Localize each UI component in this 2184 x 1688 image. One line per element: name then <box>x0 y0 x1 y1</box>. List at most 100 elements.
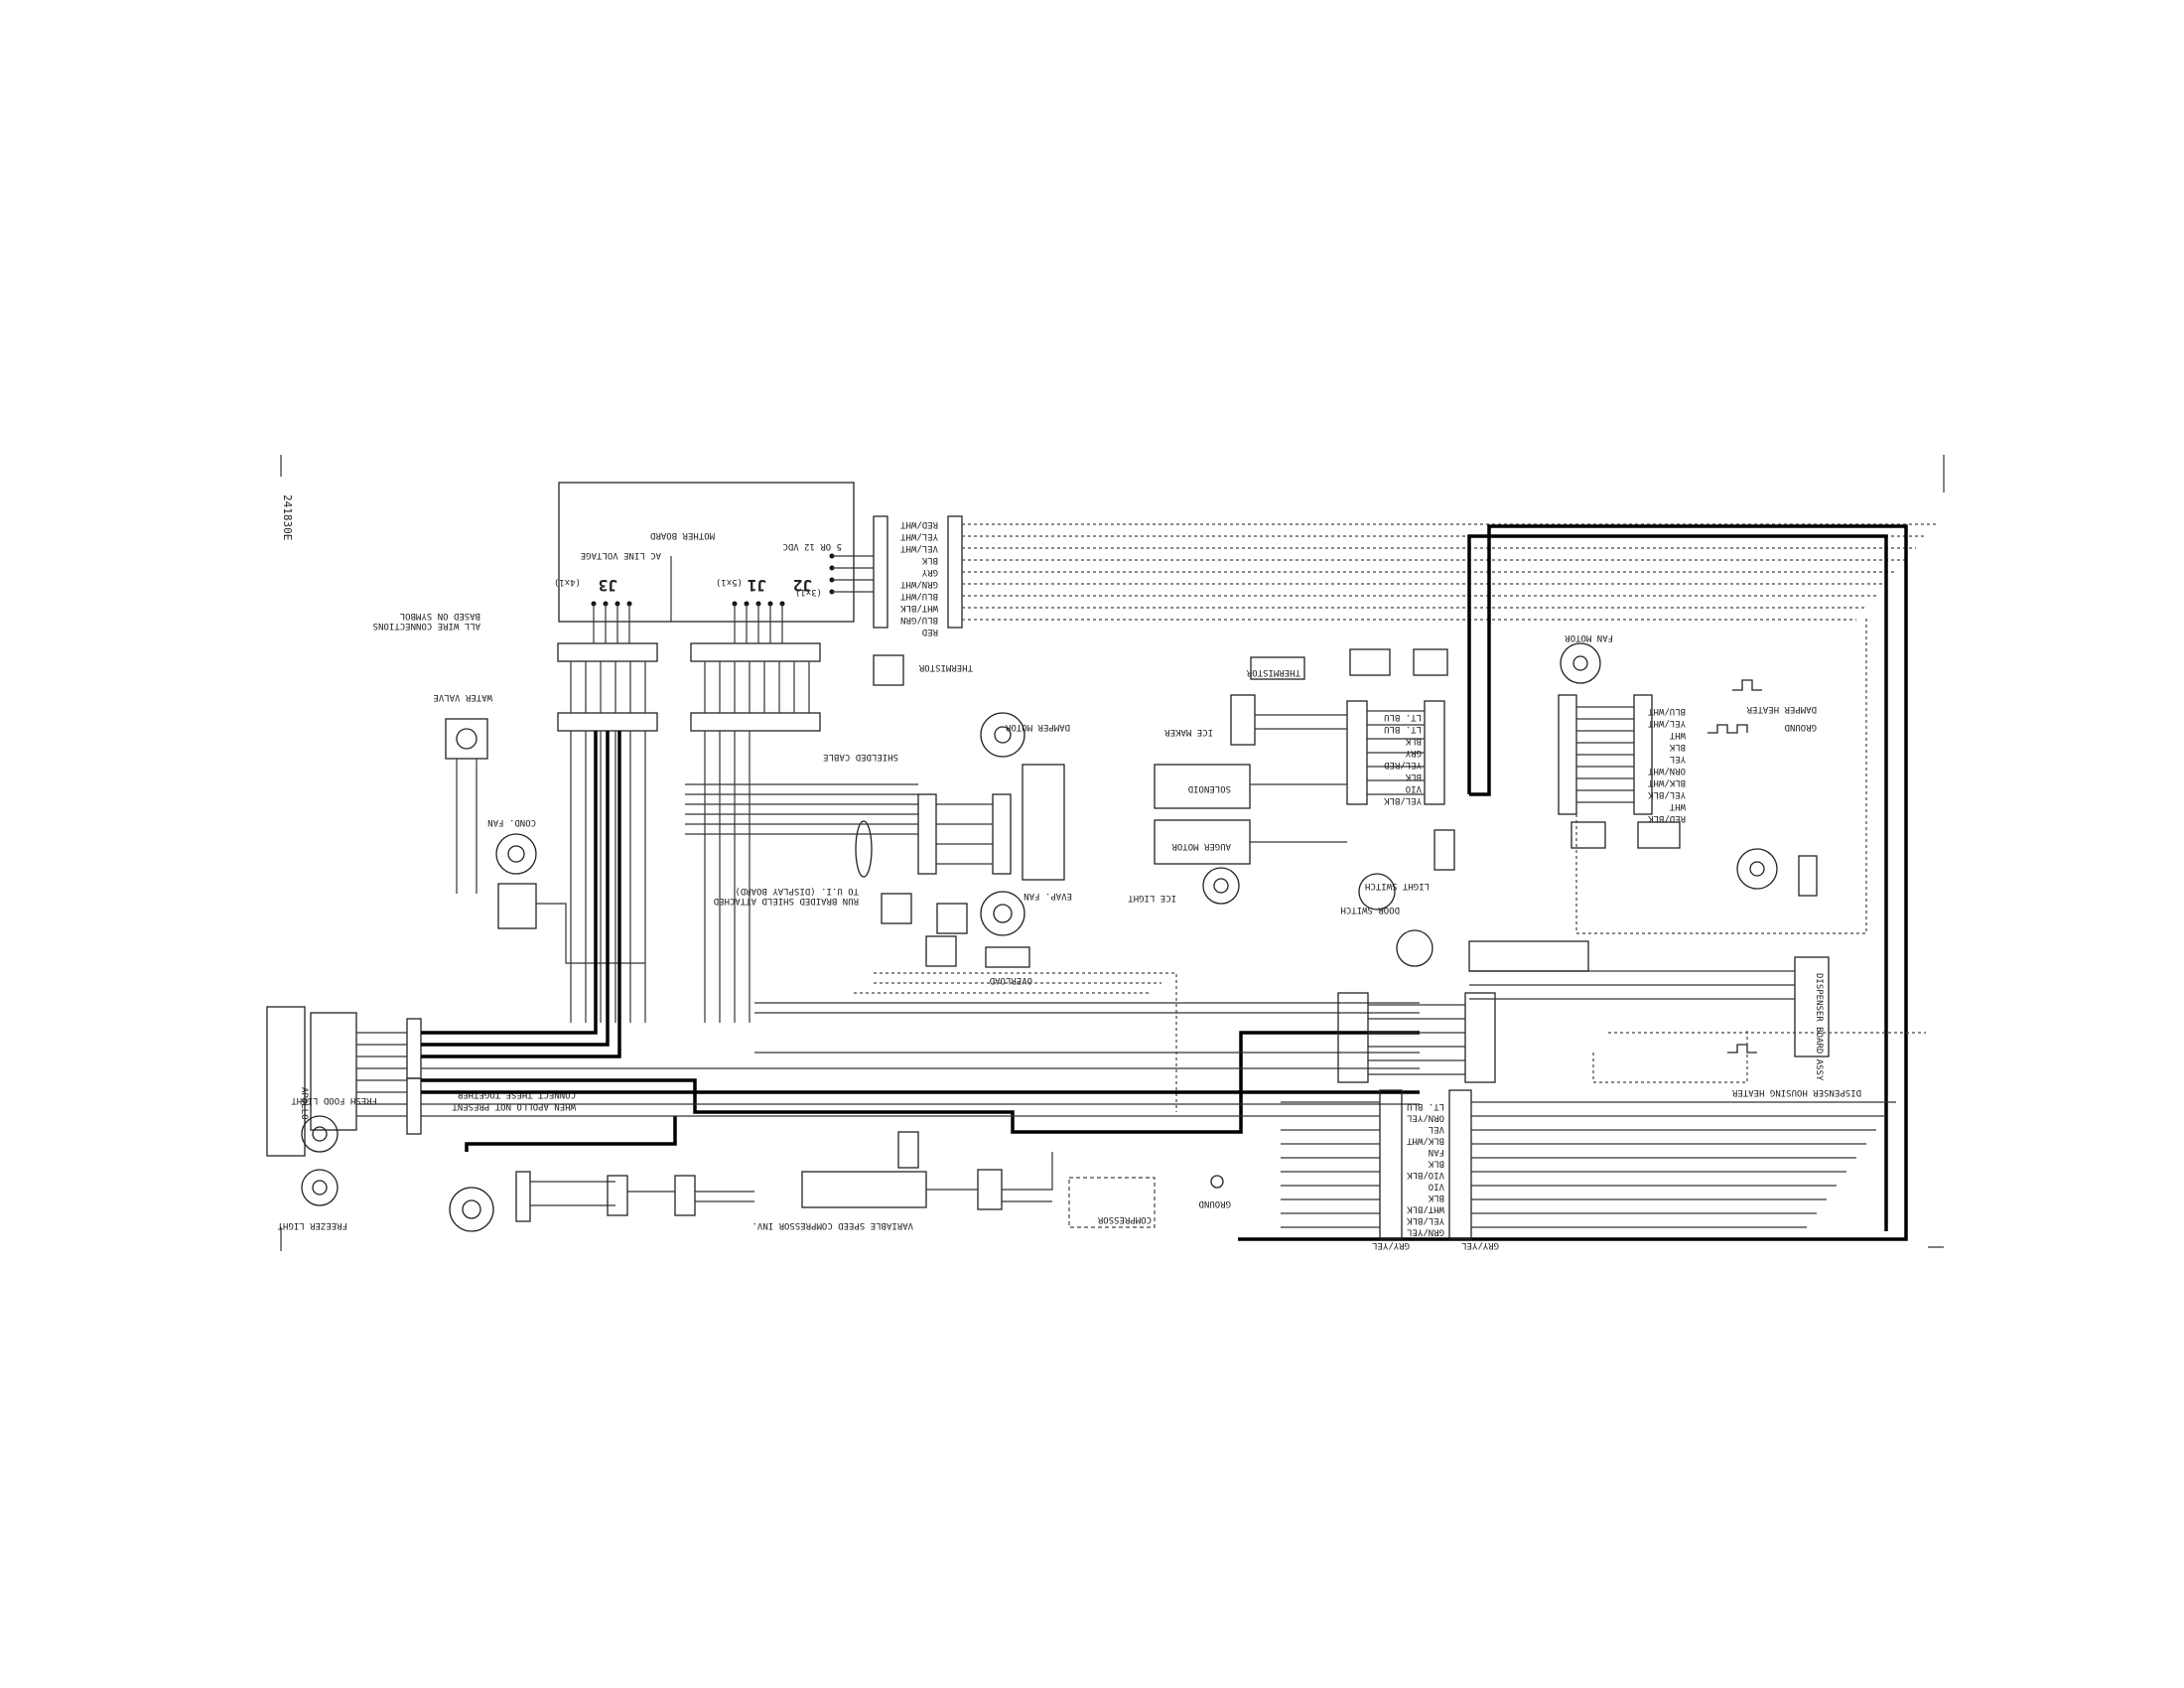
cond-fan: COND. FAN <box>487 817 645 964</box>
right-wire-label-0: BLU/WHT <box>1647 706 1686 716</box>
ice-maker-thermostat: THERMISTOR <box>1246 667 1300 677</box>
left-terminal-stack: APOLLO WHEN APOLLO NOT PRESENT CONNECT T… <box>266 1006 576 1157</box>
vdc-note: 5 OR 12 VDC <box>782 541 842 551</box>
top-harness-wire-label-5: GRN/WHT <box>899 579 938 589</box>
right-wire-label-2: WHT <box>1669 730 1686 740</box>
top-harness-wire-label-6: BLU/WHT <box>899 591 938 601</box>
thermistor-label: THERMISTOR <box>918 662 973 672</box>
ice-maker-connector <box>1250 700 1445 843</box>
fresh-food-light-label: FRESH FOOD LIGHT <box>291 1095 377 1105</box>
evap-fan-bottom <box>449 1171 754 1232</box>
center-wire-label-6: VIO/BLK <box>1406 1170 1444 1180</box>
damper-motor: DAMPER MOTOR THERMISTOR <box>873 654 1070 758</box>
solenoid: SOLENOID <box>1154 764 1251 809</box>
damper-heater: DAMPER HEATER GROUND <box>1707 679 1817 734</box>
light-switch: LIGHT SWITCH <box>1365 829 1455 891</box>
ground-label: GROUND <box>1198 1198 1231 1208</box>
dispenser-heater: DISPENSER HOUSING HEATER <box>1727 1044 1861 1097</box>
control-board-title: MOTHER BOARD <box>650 530 715 540</box>
note-wire-connections: ALL WIRE CONNECTIONS <box>373 621 480 631</box>
water-valve: WATER VALVE <box>433 692 492 894</box>
center-wire-label-7: VIO <box>1429 1182 1444 1192</box>
center-wire-label-4: FAN <box>1429 1147 1444 1157</box>
right-wire-label-3: BLK <box>1669 742 1686 752</box>
top-harness-wire-label-4: GRY <box>921 567 938 577</box>
j1-connector <box>690 604 821 732</box>
ice-light-label: ICE LIGHT <box>1128 893 1176 903</box>
dispenser-heater-label: DISPENSER HOUSING HEATER <box>1731 1087 1861 1097</box>
auger-motor-label: AUGER MOTOR <box>1171 841 1231 851</box>
right-connector-labels: BLU/WHTYEL/WHTWHTBLKYELORN/WHTBLK/WHTYEL… <box>1647 706 1686 823</box>
freezer-light: FREEZER LIGHT <box>277 1169 347 1230</box>
mid-wire-label-2: BLK <box>1405 736 1422 746</box>
shielded-cable: SHIELDED CABLE TO U.I. (DISPLAY BOARD) R… <box>685 752 937 906</box>
door-switch: DOOR SWITCH <box>1340 873 1433 967</box>
j2-label: J2 <box>793 576 812 595</box>
right-connector <box>1558 694 1653 815</box>
center-wire-label-8: BLK <box>1428 1193 1444 1202</box>
mid-wire-label-4: YEL/RED <box>1384 760 1422 770</box>
fresh-food-light: FRESH FOOD LIGHT <box>291 1095 377 1153</box>
heavy-harness <box>421 524 1908 1241</box>
fan-motor: FAN MOTOR <box>1560 633 1613 684</box>
door-switch-label: DOOR SWITCH <box>1340 905 1400 914</box>
right-wire-label-9: RED/BLK <box>1647 813 1686 823</box>
shield-note: TO U.I. (DISPLAY BOARD) <box>735 886 859 896</box>
shield-note-2: RUN BRAIDED SHIELD ATTACHED <box>714 896 859 906</box>
right-wire-label-8: WHT <box>1669 801 1686 811</box>
water-valve-label: WATER VALVE <box>433 692 492 702</box>
mid-wire-label-5: BLK <box>1405 772 1422 781</box>
shielded-cable-label: SHIELDED CABLE <box>823 752 898 762</box>
ac-line-voltage-label: AC LINE VOLTAGE <box>581 550 661 560</box>
top-harness-wire-label-1: YEL/WHT <box>899 531 938 541</box>
center-connector-a <box>1337 992 1496 1083</box>
drawing-number: 241830E <box>281 494 294 540</box>
center-wire-label-9: WHT/BLK <box>1406 1204 1444 1214</box>
mid-wire-label-1: LT. BLU <box>1384 724 1422 734</box>
top-harness-wire-label-8: BLU/GRN <box>900 615 938 625</box>
top-harness-labels: RED/WHTYEL/WHTVEL/WHTBLKGRYGRN/WHTBLU/WH… <box>899 519 938 636</box>
center-connector-b <box>1281 1089 1896 1240</box>
right-wire-label-7: YEL/BLK <box>1647 789 1686 799</box>
defrost-heater-label: GROUND <box>1784 722 1817 732</box>
mid-wire-label-0: LT. BLU <box>1384 712 1422 722</box>
j1-pins: (5x1) <box>716 577 743 587</box>
top-harness-wire-label-0: RED/WHT <box>899 519 938 529</box>
j3-label: J3 <box>599 576 617 595</box>
overload-block: OVERLOAD <box>925 935 1032 985</box>
right-wire-label-4: YEL <box>1670 754 1686 764</box>
mid-wire-label-7: YEL/BLK <box>1383 795 1422 805</box>
right-wire-label-5: ORN/WHT <box>1647 766 1686 775</box>
mid-wire-label-6: VIO <box>1406 783 1422 793</box>
top-harness-wire-label-2: VEL/WHT <box>899 543 938 553</box>
variable-speed-inverter: VARIABLE SPEED COMPRESSOR INV. <box>751 1131 1053 1230</box>
center-wire-label-0: LT. BLU <box>1407 1101 1444 1111</box>
auger-motor: AUGER MOTOR <box>1154 819 1251 865</box>
j1-label: J1 <box>748 576 766 595</box>
right-outer-loop <box>1575 616 1926 1083</box>
right-wire-label-1: YEL/WHT <box>1647 718 1686 728</box>
note-wire-connections-2: BASED ON SYMBOL <box>400 611 480 621</box>
plug-icons <box>1349 648 1681 849</box>
cond-fan-label: COND. FAN <box>487 817 536 827</box>
ice-maker-label: ICE MAKER <box>1164 727 1213 737</box>
mid-connector-labels: LT. BLU LT. BLU BLK GRY YEL/RED BLK VIO YEL/BLK <box>1383 712 1422 805</box>
j2-harness <box>832 515 1936 629</box>
center-wire-label-10: YEL/BLK <box>1406 1215 1444 1225</box>
compressor: COMPRESSOR GROUND <box>1068 1175 1231 1228</box>
note-not-present: WHEN APOLLO NOT PRESENT <box>452 1101 576 1111</box>
frame-marks <box>280 455 1945 1251</box>
center-wire-label-2: VEL <box>1429 1124 1444 1134</box>
variable-speed-label: VARIABLE SPEED COMPRESSOR INV. <box>751 1220 913 1230</box>
j2-pins: (3x1) <box>795 587 822 597</box>
ui-connector <box>936 764 1065 881</box>
center-wire-label-5: BLK <box>1428 1159 1444 1169</box>
j3-pins: (4x1) <box>554 577 581 587</box>
evap-fan-label: EVAP. FAN <box>1024 891 1072 901</box>
mid-wire-label-3: GRY <box>1405 748 1422 758</box>
fan-motor-label: FAN MOTOR <box>1565 633 1613 642</box>
control-board: MOTHER BOARD AC LINE VOLTAGE J3 (4x1) J1… <box>554 482 855 623</box>
right-fan <box>1736 848 1818 897</box>
